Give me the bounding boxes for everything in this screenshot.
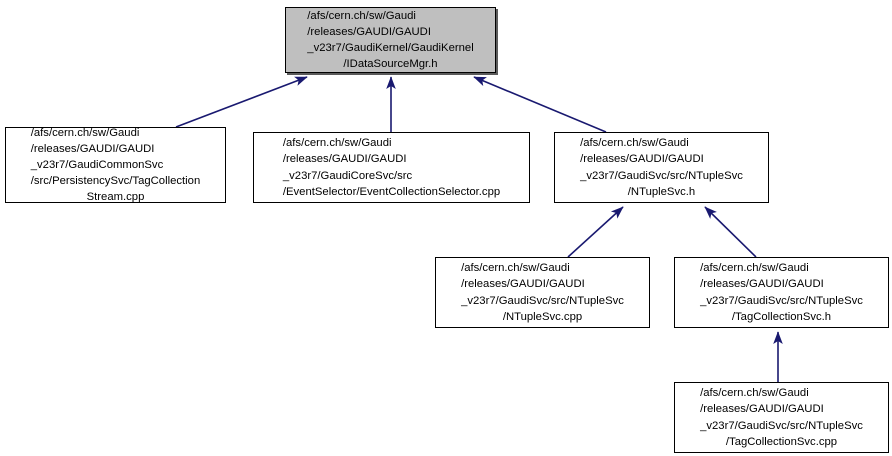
node-label: /afs/cern.ch/sw/Gaudi/releases/GAUDI/GAU… (700, 260, 863, 325)
node-label-line: /afs/cern.ch/sw/Gaudi (282, 137, 392, 150)
node-tagcollectionstream-cpp[interactable]: /afs/cern.ch/sw/Gaudi/releases/GAUDI/GAU… (5, 127, 226, 203)
node-label-line: /releases/GAUDI/GAUDI (700, 403, 824, 416)
edge-tagcollectionstream-to-idatasourcemgr (175, 76, 308, 128)
node-label-line: /releases/GAUDI/GAUDI (307, 25, 431, 38)
node-label: /afs/cern.ch/sw/Gaudi/releases/GAUDI/GAU… (580, 135, 743, 200)
node-label-line: /afs/cern.ch/sw/Gaudi (700, 262, 809, 275)
node-label-line: _v23r7/GaudiCommonSvc (30, 158, 164, 171)
node-label-line: /afs/cern.ch/sw/Gaudi (30, 126, 140, 139)
edge-tagcollectionsvch-to-ntuplesvch (704, 206, 757, 258)
node-label-line: /afs/cern.ch/sw/Gaudi (700, 387, 809, 400)
node-tagcollectionsvc-h[interactable]: /afs/cern.ch/sw/Gaudi/releases/GAUDI/GAU… (674, 257, 889, 328)
node-label-line: /releases/GAUDI/GAUDI (30, 142, 155, 155)
node-label-line: _v23r7/GaudiKernel/GaudiKernel (307, 42, 474, 54)
node-label: /afs/cern.ch/sw/Gaudi/releases/GAUDI/GAU… (461, 260, 624, 325)
node-label-line: /releases/GAUDI/GAUDI (461, 278, 585, 291)
node-label-line: /afs/cern.ch/sw/Gaudi (307, 9, 416, 22)
node-label-line: _v23r7/GaudiSvc/src/NTupleSvc (700, 419, 863, 432)
node-label-line: Stream.cpp (86, 191, 145, 204)
node-label-line: _v23r7/GaudiSvc/src/NTupleSvc (700, 294, 863, 307)
node-label-line: /TagCollectionSvc.h (731, 310, 832, 323)
node-label: /afs/cern.ch/sw/Gaudi/releases/GAUDI/GAU… (31, 125, 201, 206)
node-label: /afs/cern.ch/sw/Gaudi/releases/GAUDI/GAU… (283, 135, 500, 200)
node-label-line: _v23r7/GaudiSvc/src/NTupleSvc (461, 294, 624, 307)
node-label-line: /releases/GAUDI/GAUDI (282, 153, 407, 166)
node-tagcollectionsvc-cpp[interactable]: /afs/cern.ch/sw/Gaudi/releases/GAUDI/GAU… (674, 382, 889, 453)
node-label-line: /src/PersistencySvc/TagCollection (30, 175, 201, 188)
node-label-line: /EventSelector/EventCollectionSelector.c… (282, 185, 501, 198)
node-label-line: /NTupleSvc.h (627, 185, 696, 198)
node-ntuplesvc-cpp[interactable]: /afs/cern.ch/sw/Gaudi/releases/GAUDI/GAU… (435, 257, 650, 328)
node-label-line: /NTupleSvc.cpp (502, 310, 583, 323)
node-idatasourcemgr-h[interactable]: /afs/cern.ch/sw/Gaudi/releases/GAUDI/GAU… (285, 7, 496, 73)
node-label-line: /TagCollectionSvc.cpp (725, 435, 838, 448)
node-eventcollectionselector-cpp[interactable]: /afs/cern.ch/sw/Gaudi/releases/GAUDI/GAU… (253, 132, 530, 203)
node-label: /afs/cern.ch/sw/Gaudi/releases/GAUDI/GAU… (700, 385, 863, 450)
node-label-line: _v23r7/GaudiSvc/src/NTupleSvc (580, 169, 743, 182)
node-label-line: /afs/cern.ch/sw/Gaudi (580, 137, 689, 150)
node-ntuplesvc-h[interactable]: /afs/cern.ch/sw/Gaudi/releases/GAUDI/GAU… (554, 132, 769, 203)
node-label-line: /IDataSourceMgr.h (343, 58, 438, 71)
edge-ntuplesvch-to-idatasourcemgr (473, 76, 607, 133)
node-label-line: /releases/GAUDI/GAUDI (700, 278, 824, 291)
edge-ntuplesvccpp-to-ntuplesvch (567, 206, 624, 258)
node-label-line: _v23r7/GaudiCoreSvc/src (282, 169, 413, 182)
node-label-line: /releases/GAUDI/GAUDI (580, 153, 704, 166)
node-label: /afs/cern.ch/sw/Gaudi/releases/GAUDI/GAU… (307, 8, 473, 73)
node-label-line: /afs/cern.ch/sw/Gaudi (461, 262, 570, 275)
